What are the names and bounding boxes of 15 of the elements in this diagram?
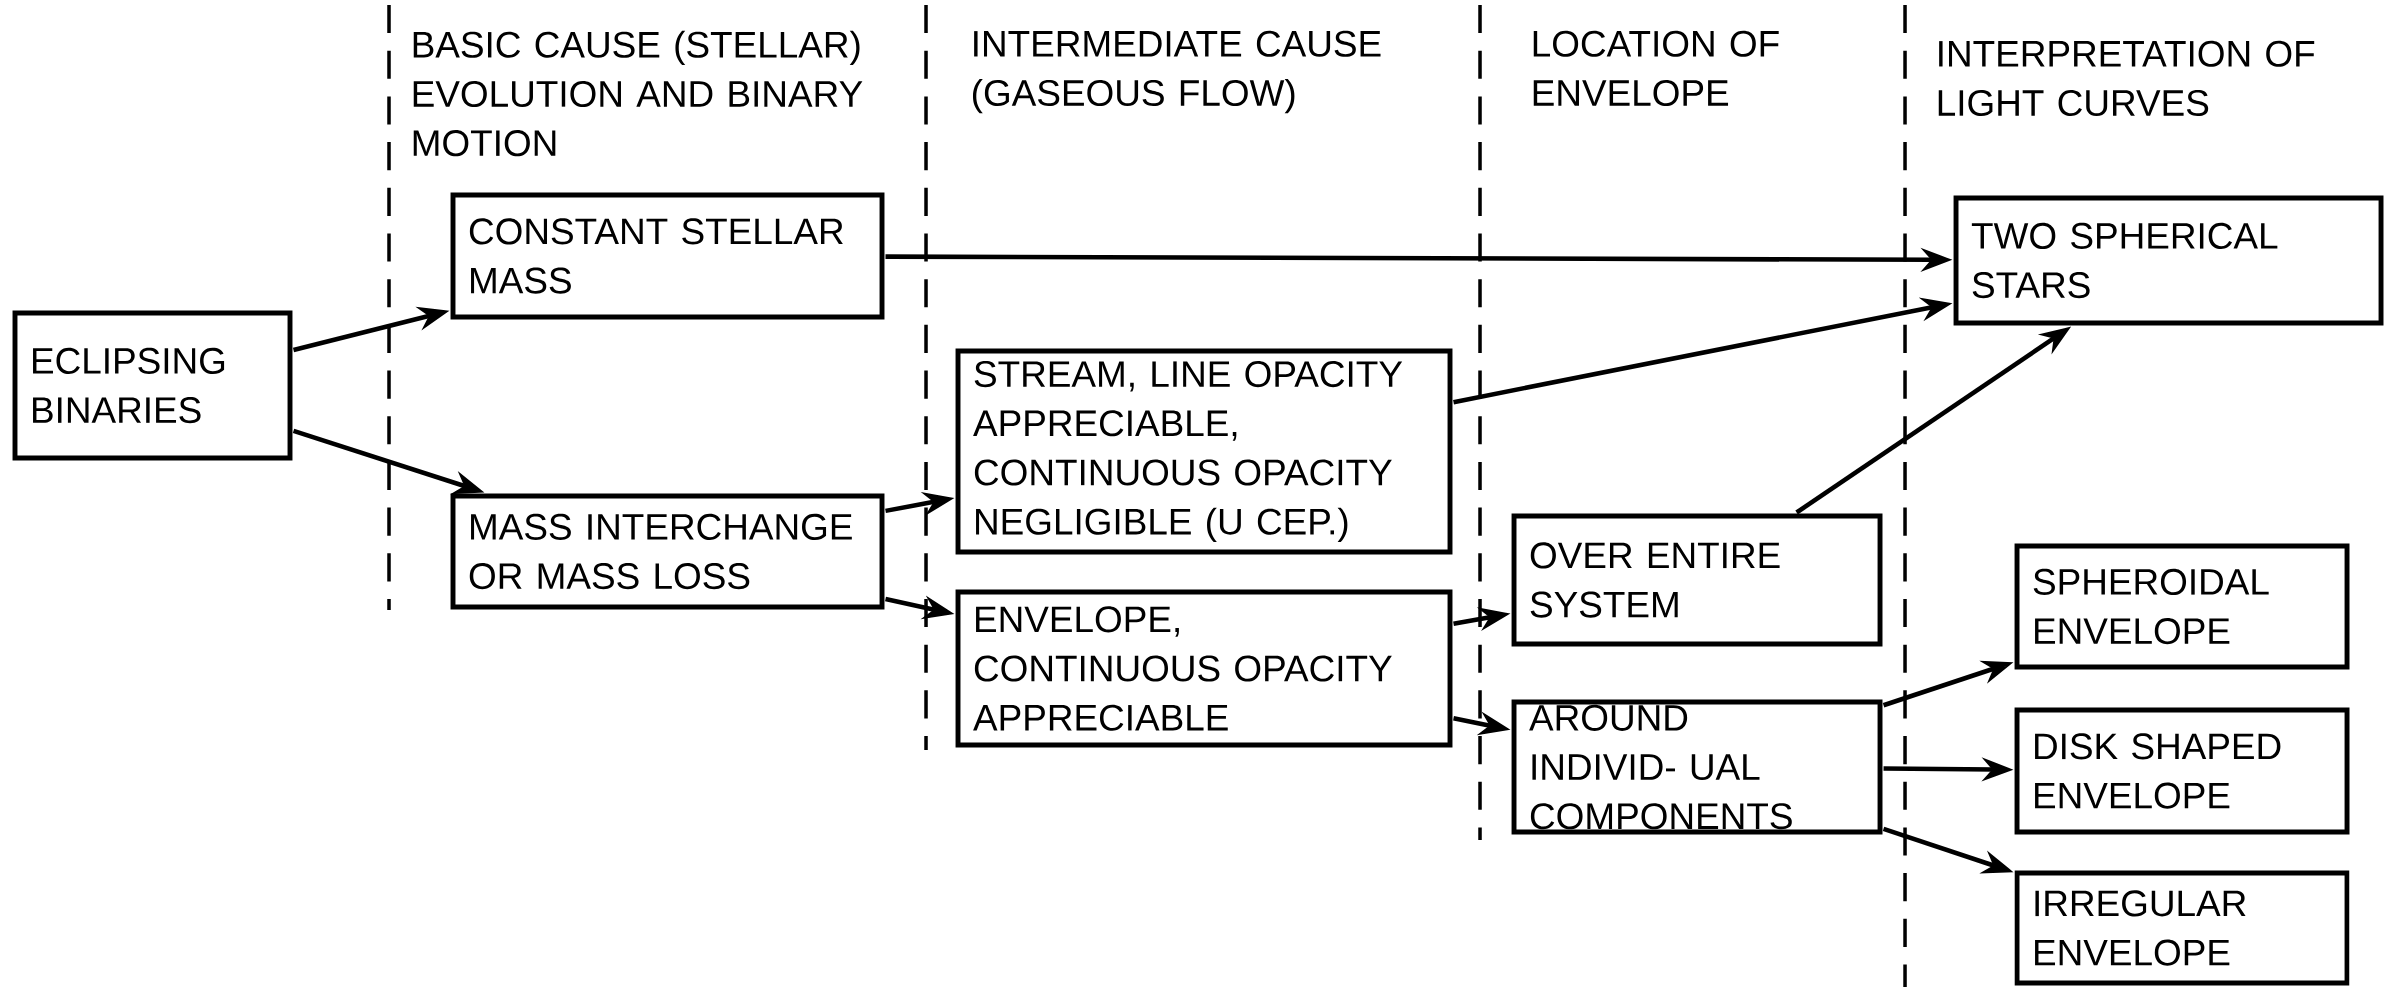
process-box: OVER ENTIRE SYSTEM xyxy=(1511,513,1883,647)
process-box: IRREGULAR ENVELOPE xyxy=(2014,870,2350,986)
process-box: SPHEROIDAL ENVELOPE xyxy=(2014,543,2350,670)
process-box: ECLIPSING BINARIES xyxy=(12,310,293,461)
process-box: MASS INTERCHANGE OR MASS LOSS xyxy=(450,493,885,610)
column-heading: BASIC CAUSE (STELLAR) EVOLUTION AND BINARY MOTION xyxy=(413,30,863,157)
process-box: STREAM, LINE OPACITY APPRECIABLE, CONTINUOUS OPACITY NEGLIGIBLE (U CEP.) xyxy=(955,348,1453,555)
process-box: DISK SHAPED ENVELOPE xyxy=(2014,707,2350,835)
column-heading: LOCATION OF ENVELOPE xyxy=(1533,30,1779,107)
column-heading: INTERMEDIATE CAUSE (GASEOUS FLOW) xyxy=(973,30,1381,114)
process-box: AROUND INDIVID- UAL COMPONENTS xyxy=(1511,699,1883,835)
process-box: ENVELOPE, CONTINUOUS OPACITY APPRECIABLE xyxy=(955,589,1453,748)
process-box: TWO SPHERICAL STARS xyxy=(1953,195,2384,326)
process-box: CONSTANT STELLAR MASS xyxy=(450,192,885,320)
column-heading: INTERPRETATION OF LIGHT CURVES xyxy=(1938,40,2315,117)
